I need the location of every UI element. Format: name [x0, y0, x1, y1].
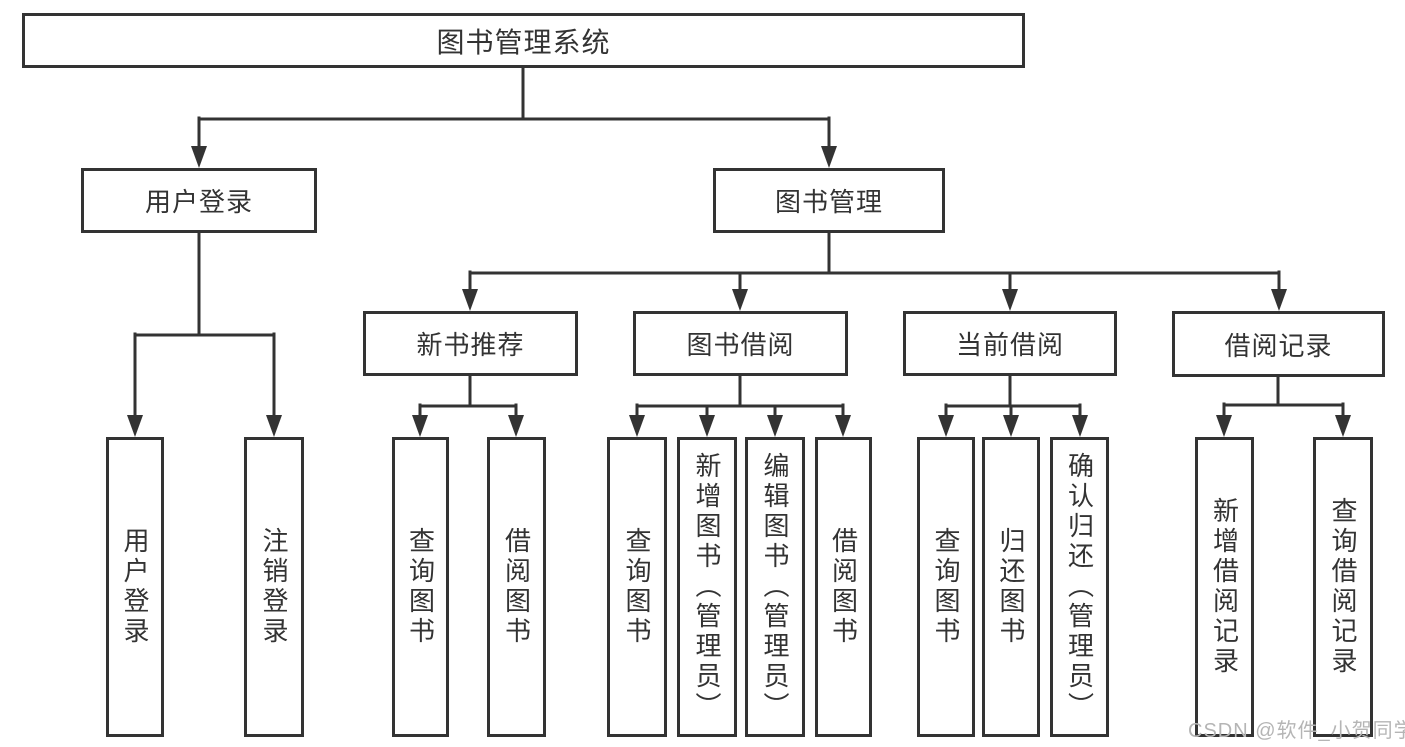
node-label: 编辑图书（管理员）	[760, 452, 790, 722]
node-label: 用户登录	[120, 527, 150, 647]
node-label: 图书借阅	[686, 330, 795, 360]
node-book-borrowing: 图书借阅	[633, 311, 848, 376]
node-label: 查询图书	[405, 527, 436, 647]
leaf-borrow-book-recommend: 借阅图书	[487, 437, 546, 737]
node-borrow-records: 借阅记录	[1172, 311, 1385, 377]
node-label: 图书管理系统	[436, 26, 611, 58]
leaf-query-book-borrowing: 查询图书	[607, 437, 667, 737]
node-label: 图书管理	[774, 187, 883, 217]
leaf-add-borrow-record: 新增借阅记录	[1195, 437, 1254, 737]
node-current-borrowing: 当前借阅	[903, 311, 1117, 376]
leaf-confirm-return-admin: 确认归还（管理员）	[1050, 437, 1109, 737]
leaf-query-borrow-record: 查询借阅记录	[1313, 437, 1373, 737]
node-book-management: 图书管理	[713, 168, 945, 233]
arrowheads	[127, 146, 1351, 437]
node-new-book-recommend: 新书推荐	[363, 311, 578, 376]
node-label: 借阅图书	[828, 527, 859, 647]
node-label: 注销登录	[259, 527, 289, 647]
leaf-add-book-admin: 新增图书（管理员）	[677, 437, 737, 737]
leaf-query-book-recommend: 查询图书	[392, 437, 449, 737]
leaf-logout: 注销登录	[244, 437, 304, 737]
node-label: 新书推荐	[416, 330, 525, 360]
node-label: 查询图书	[931, 527, 961, 647]
node-library-system: 图书管理系统	[22, 13, 1025, 68]
node-label: 借阅图书	[501, 527, 532, 647]
node-label: 确认归还（管理员）	[1064, 452, 1095, 722]
node-label: 用户登录	[144, 187, 253, 217]
leaf-return-book: 归还图书	[982, 437, 1040, 737]
node-label: 查询借阅记录	[1328, 497, 1358, 677]
leaf-edit-book-admin: 编辑图书（管理员）	[745, 437, 805, 737]
node-label: 新增图书（管理员）	[692, 452, 722, 722]
node-label: 借阅记录	[1224, 330, 1333, 361]
leaf-query-book-current: 查询图书	[917, 437, 975, 737]
leaf-borrow-book: 借阅图书	[815, 437, 872, 737]
node-label: 当前借阅	[955, 330, 1064, 360]
node-label: 查询图书	[622, 527, 652, 647]
leaf-user-login: 用户登录	[106, 437, 164, 737]
node-label: 新增借阅记录	[1209, 497, 1240, 677]
node-user-login: 用户登录	[81, 168, 317, 233]
csdn-watermark: CSDN @软件_小贺同学	[1188, 720, 1405, 742]
node-label: 归还图书	[996, 527, 1026, 647]
